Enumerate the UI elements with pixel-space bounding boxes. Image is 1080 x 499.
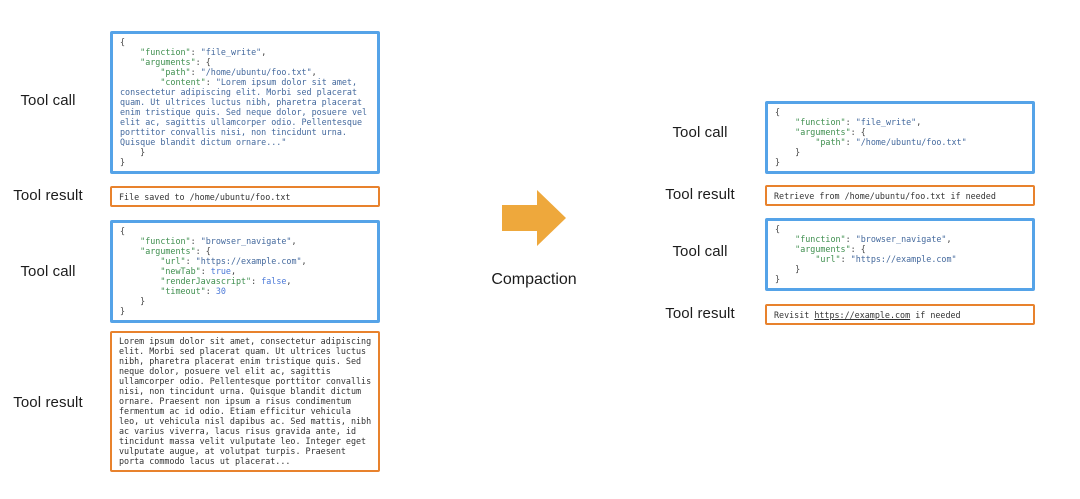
tool-call-box: { "function": "file_write", "arguments":… xyxy=(765,101,1035,174)
compaction-label: Compaction xyxy=(491,271,577,288)
tool-result-box: Revisit https://example.com if needed xyxy=(765,304,1035,325)
tool-call-label: Tool call xyxy=(672,124,728,141)
tool-call-box: { "function": "file_write", "arguments":… xyxy=(110,31,380,174)
tool-call-json: { "function": "browser_navigate", "argum… xyxy=(120,226,307,316)
tool-result-text: Revisit https://example.com if needed xyxy=(774,309,961,320)
tool-call-label: Tool call xyxy=(20,92,76,109)
tool-call-json: { "function": "file_write", "arguments":… xyxy=(775,107,967,167)
tool-call-label: Tool call xyxy=(20,263,76,280)
tool-result-box: File saved to /home/ubuntu/foo.txt xyxy=(110,186,380,207)
tool-result-box: Retrieve from /home/ubuntu/foo.txt if ne… xyxy=(765,185,1035,206)
tool-result-label: Tool result xyxy=(665,186,735,203)
tool-call-json: { "function": "browser_navigate", "argum… xyxy=(775,224,957,284)
tool-result-text: Retrieve from /home/ubuntu/foo.txt if ne… xyxy=(774,190,996,201)
compaction-arrow-icon xyxy=(496,186,572,250)
tool-result-text: File saved to /home/ubuntu/foo.txt xyxy=(119,191,291,202)
tool-call-box: { "function": "browser_navigate", "argum… xyxy=(765,218,1035,291)
tool-call-json: { "function": "file_write", "arguments":… xyxy=(120,37,368,167)
tool-result-label: Tool result xyxy=(13,394,83,411)
tool-call-label: Tool call xyxy=(672,243,728,260)
tool-call-box: { "function": "browser_navigate", "argum… xyxy=(110,220,380,323)
tool-result-box: Lorem ipsum dolor sit amet, consectetur … xyxy=(110,331,380,472)
tool-result-label: Tool result xyxy=(13,187,83,204)
tool-result-label: Tool result xyxy=(665,305,735,322)
tool-result-text: Lorem ipsum dolor sit amet, consectetur … xyxy=(119,336,372,466)
